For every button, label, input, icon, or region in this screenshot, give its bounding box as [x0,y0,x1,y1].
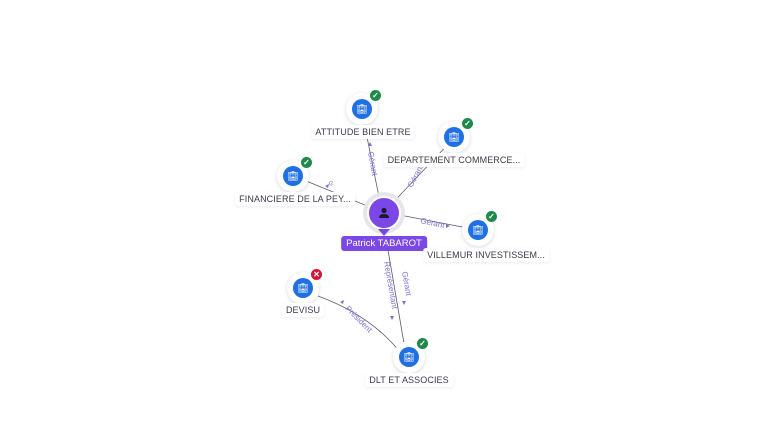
company-label-financiere[interactable]: FINANCIERE DE LA PEY... [235,192,355,206]
company-label-attitude[interactable]: ATTITUDE BIEN ETRE [311,125,415,139]
company-label-villemur[interactable]: VILLEMUR INVESTISSEM... [423,248,549,262]
company-node-departement[interactable]: 🏢︎ ✓ [438,118,473,153]
person-icon [379,207,389,218]
company-label-dlt[interactable]: DLT ET ASSOCIES [365,373,453,387]
arrow-attitude [368,142,372,146]
closed-x-icon: ✕ [311,269,322,280]
edge-devisu [317,295,401,353]
arrow-devisu [340,300,344,304]
company-node-attitude[interactable]: 🏢︎ ✓ [346,90,381,125]
arrow-dlt-2 [390,316,394,320]
edge-label-villemur: Gérant [420,216,447,230]
arrow-villemur [446,224,450,228]
active-check-icon: ✓ [462,118,473,129]
company-node-financiere[interactable]: 🏢︎ ✓ [277,157,312,192]
edge-label-dlt-representant: Représentant [382,261,399,311]
company-node-villemur[interactable]: 🏢︎ ✓ [462,211,497,246]
edge-label-dlt-gerant: Gérant [400,271,413,297]
arrow-financiere [325,184,329,188]
active-check-icon: ✓ [370,90,381,101]
building-icon: 🏢︎ [297,282,309,293]
arrow-dlt-1 [402,301,406,305]
active-check-icon: ✓ [486,211,497,222]
building-icon: 🏢︎ [287,170,299,181]
company-label-devisu[interactable]: DEVISU [281,303,325,317]
company-node-dlt[interactable]: 🏢︎ ✓ [393,338,428,373]
active-check-icon: ✓ [417,338,428,349]
person-label[interactable]: Patrick TABAROT [341,236,427,251]
edge-label-attitude: Gérant [366,151,379,177]
edge-dlt [387,249,407,356]
edge-label-devisu: Président [344,304,375,335]
edge-label-financiere: G [327,180,334,188]
person-node[interactable] [367,196,401,230]
person-pin [378,229,390,236]
active-check-icon: ✓ [301,157,312,168]
company-label-departement[interactable]: DEPARTEMENT COMMERCE... [383,153,525,167]
building-icon: 🏢︎ [448,131,460,142]
building-icon: 🏢︎ [403,351,415,362]
building-icon: 🏢︎ [472,224,484,235]
company-node-devisu[interactable]: 🏢︎ ✕ [287,269,322,304]
building-icon: 🏢︎ [356,103,368,114]
